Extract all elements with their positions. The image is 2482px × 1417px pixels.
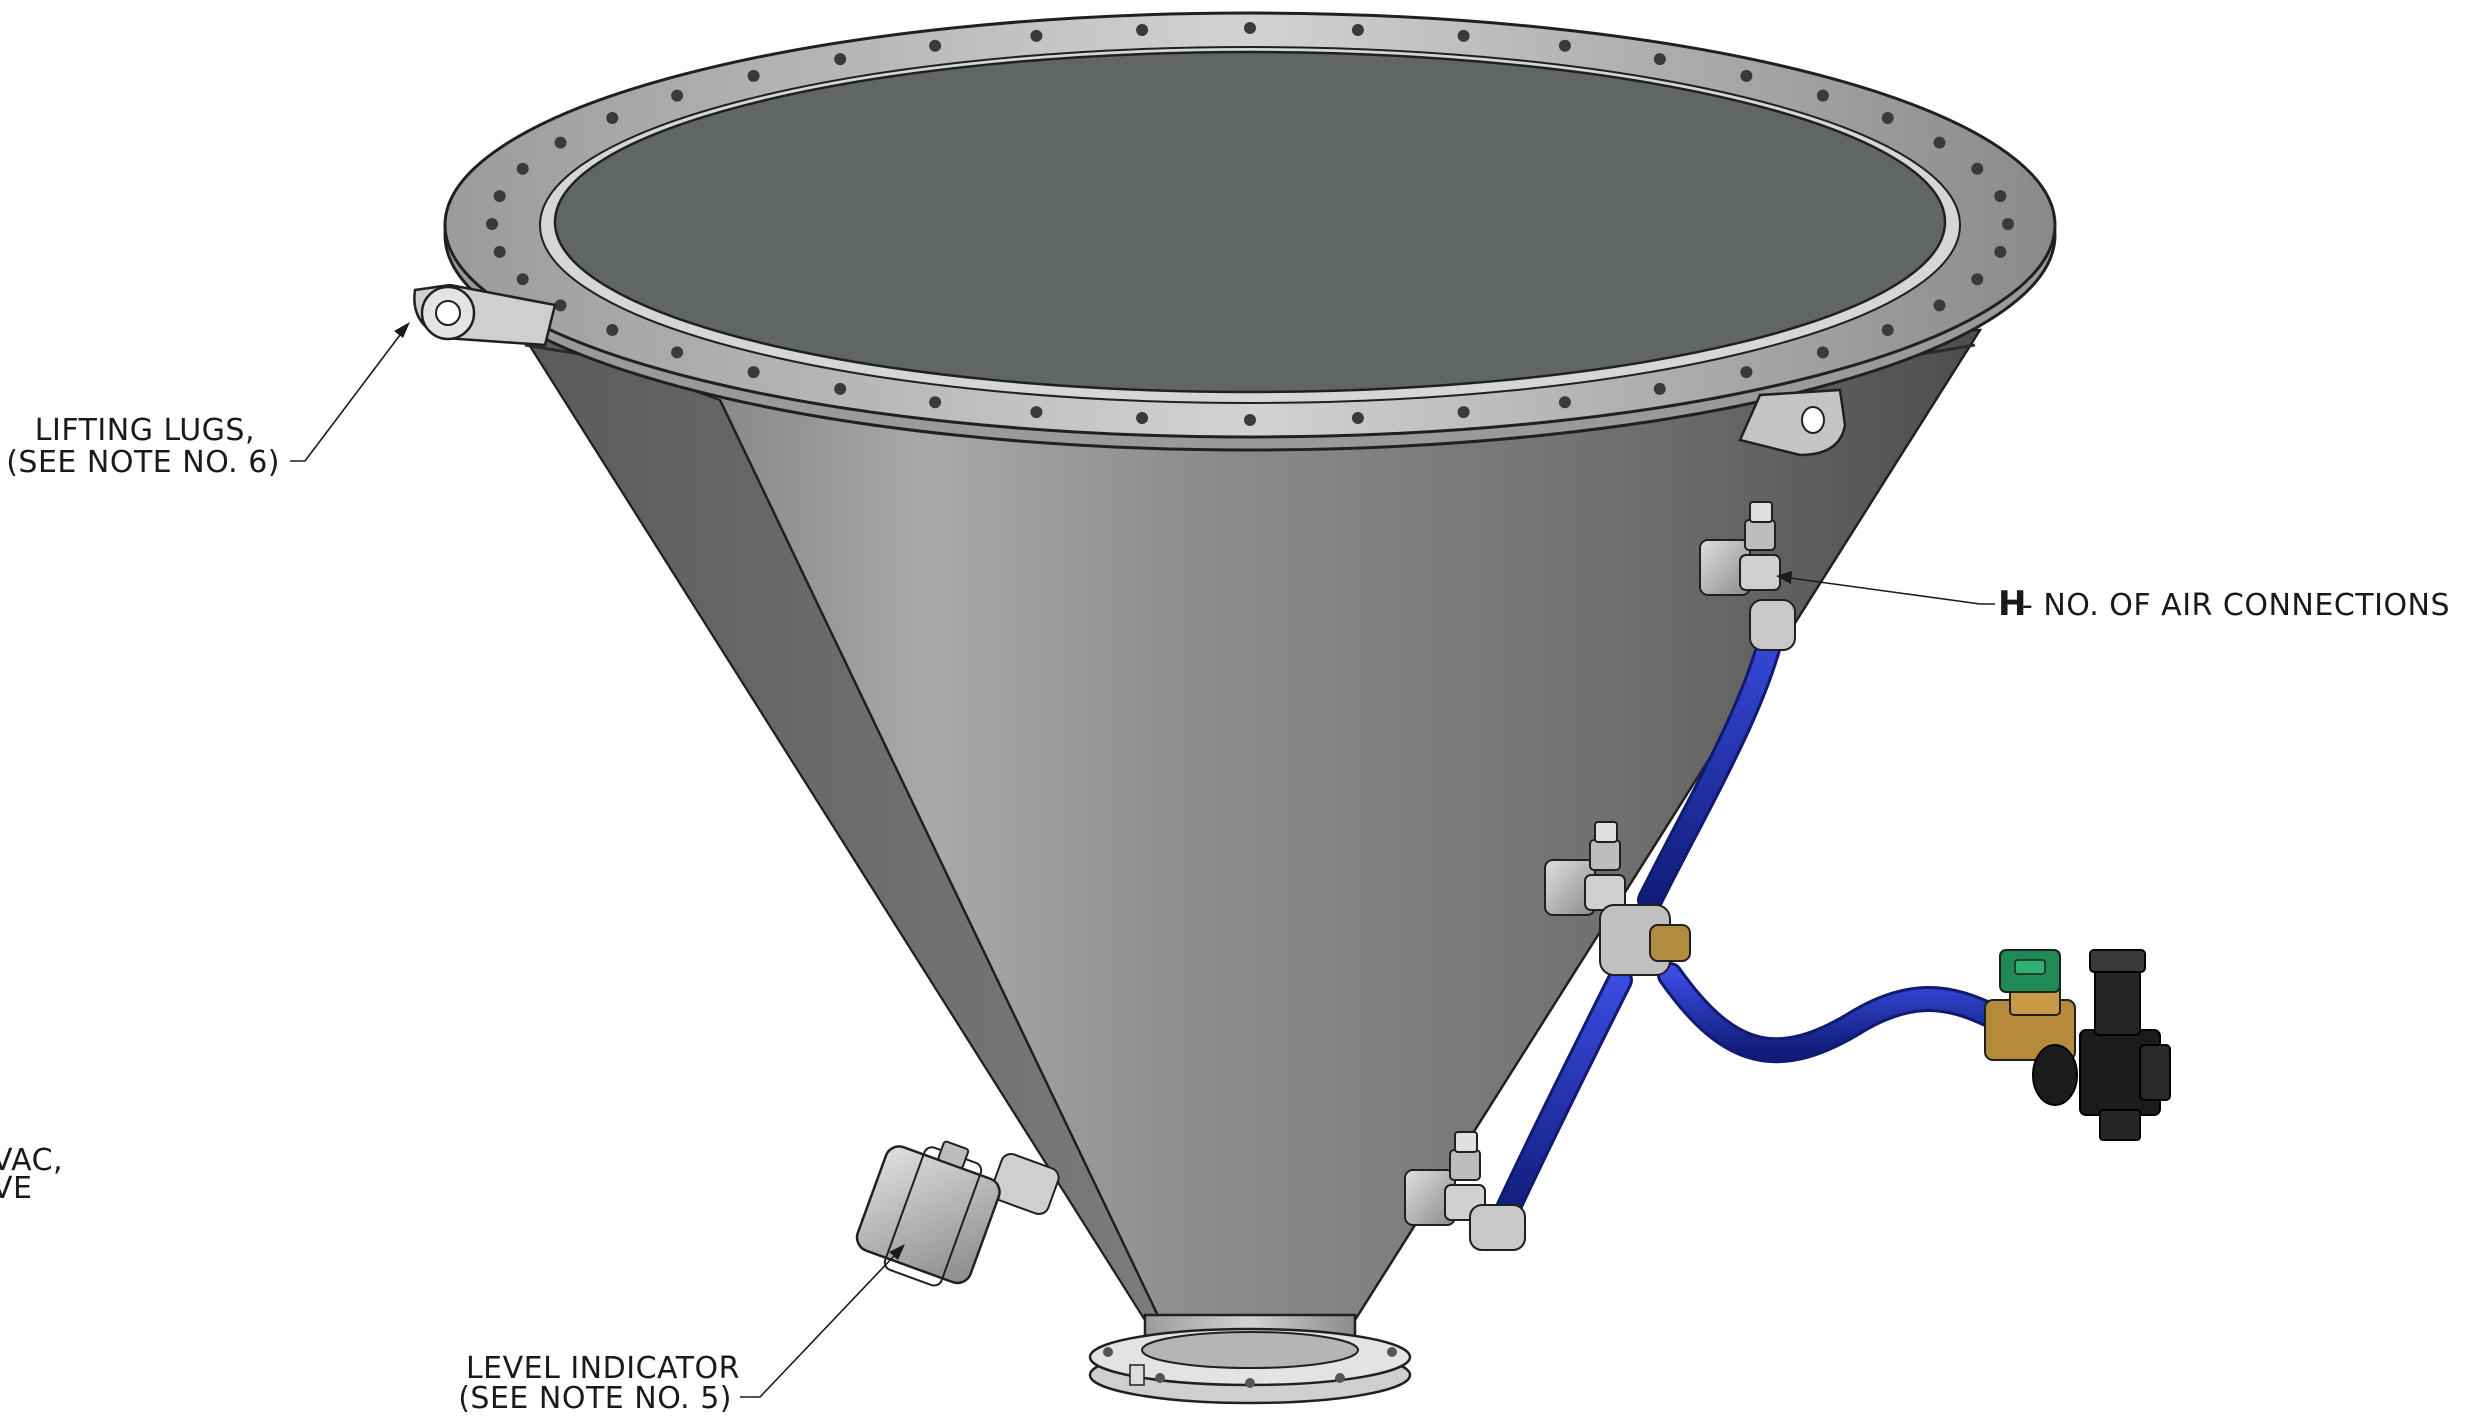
bolt-hole bbox=[1558, 39, 1571, 52]
bolt-hole bbox=[929, 39, 942, 52]
flange-bolt-holes bbox=[486, 22, 2014, 426]
lifting-lugs-leader bbox=[290, 322, 410, 462]
bolt-hole bbox=[1994, 245, 2007, 258]
bolt-hole bbox=[1881, 324, 1894, 336]
bolt-hole bbox=[486, 218, 498, 230]
solenoid-valve-icon bbox=[1984, 949, 2078, 1106]
bolt-hole bbox=[1971, 162, 1984, 175]
bolt-hole bbox=[516, 273, 529, 286]
lifting-lug-right bbox=[1738, 388, 1847, 457]
bolt-hole bbox=[1653, 53, 1666, 66]
bolt-hole bbox=[1136, 24, 1149, 36]
lifting-lugs-label-line1: LIFTING LUGS, bbox=[35, 413, 255, 448]
bottom-outlet-flange bbox=[1088, 1313, 1412, 1405]
lifting-lug-icon bbox=[413, 283, 557, 347]
bolt-hole bbox=[1740, 366, 1753, 379]
level-indicator-leader bbox=[740, 1244, 905, 1398]
bolt-hole bbox=[554, 136, 567, 149]
air-connections-letter: H bbox=[1998, 584, 2027, 624]
conical-hopper-icon bbox=[517, 328, 1983, 1405]
bolt-hole bbox=[1933, 136, 1946, 149]
bolt-hole bbox=[671, 346, 684, 359]
bolt-hole bbox=[516, 162, 529, 175]
bolt-hole bbox=[1244, 414, 1256, 426]
air-fitting-lower bbox=[1404, 1131, 1486, 1226]
bolt-hole bbox=[606, 112, 619, 124]
bolt-hole bbox=[1457, 29, 1470, 42]
level-indicator-label-line2: (SEE NOTE NO. 5) bbox=[458, 1381, 732, 1416]
bolt-hole bbox=[834, 53, 847, 66]
bolt-hole bbox=[1457, 406, 1470, 419]
lifting-lugs-label-line2: (SEE NOTE NO. 6) bbox=[6, 445, 280, 480]
bolt-hole bbox=[1740, 69, 1753, 82]
bolt-hole bbox=[493, 245, 506, 258]
bolt-hole bbox=[747, 366, 760, 379]
bolt-hole bbox=[1971, 273, 1984, 286]
bolt-hole bbox=[1816, 346, 1829, 359]
bolt-hole bbox=[834, 382, 847, 395]
bolt-hole bbox=[1244, 22, 1256, 34]
pressure-regulator-icon bbox=[2079, 949, 2171, 1141]
bolt-hole bbox=[2002, 218, 2014, 230]
bolt-hole bbox=[606, 324, 619, 336]
bolt-hole bbox=[1933, 299, 1946, 312]
air-connections-label: - NO. OF AIR CONNECTIONS bbox=[2022, 588, 2450, 623]
bolt-hole bbox=[493, 190, 506, 203]
bolt-hole bbox=[1351, 24, 1364, 36]
bolt-hole bbox=[1881, 112, 1894, 124]
top-flange bbox=[443, 11, 2057, 452]
bolt-hole bbox=[1136, 412, 1149, 424]
bolt-hole bbox=[1351, 412, 1364, 424]
level-indicator-label-line1: LEVEL INDICATOR bbox=[466, 1351, 740, 1386]
bolt-hole bbox=[1558, 396, 1571, 409]
solenoid-valve-partial-label-line1: VAC, bbox=[0, 1143, 63, 1178]
bolt-hole bbox=[929, 396, 942, 409]
air-nozzle-icon bbox=[1699, 501, 1781, 596]
bolt-hole bbox=[1030, 29, 1043, 42]
bolt-hole bbox=[1030, 406, 1043, 419]
bolt-hole bbox=[1994, 190, 2007, 203]
bolt-hole bbox=[671, 89, 684, 102]
bolt-hole bbox=[554, 299, 567, 312]
bolt-hole bbox=[1816, 89, 1829, 102]
air-hose bbox=[1469, 599, 2013, 1251]
bolt-hole bbox=[747, 69, 760, 82]
level-sensor-icon bbox=[855, 1140, 1060, 1287]
air-fitting-middle bbox=[1544, 821, 1626, 916]
solenoid-valve-partial-label-line2: VE bbox=[0, 1171, 32, 1206]
air-connections-leader bbox=[1776, 571, 1995, 605]
bolt-hole bbox=[1653, 382, 1666, 395]
